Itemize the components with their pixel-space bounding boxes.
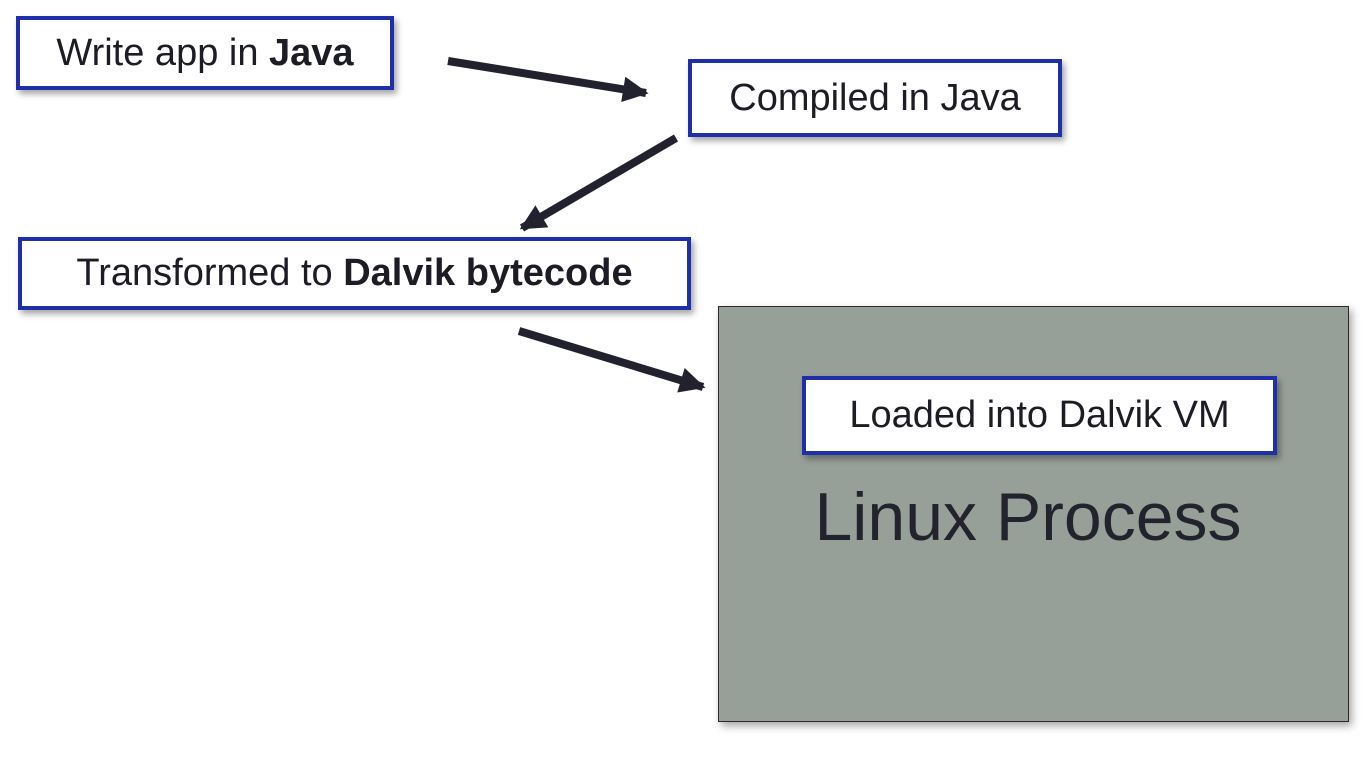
step-transformed-prefix: Transformed to [76,252,344,294]
arrow-transform-to-process [517,327,706,393]
linux-process-label: Linux Process [814,479,1242,555]
step-write-app-box: Write app in Java [16,16,394,90]
step-compiled-text: Compiled in Java [729,76,1021,119]
step-transformed-bold: Dalvik bytecode [343,252,633,294]
step-transformed-text: Transformed to Dalvik bytecode [76,252,632,295]
step-compiled-box: Compiled in Java [688,59,1062,137]
step-write-app-prefix: Write app in [56,31,270,74]
linux-process-box [718,306,1349,722]
step-write-app-text: Write app in Java [56,32,353,75]
step-write-app-bold: Java [269,31,354,74]
arrow-compile-to-transform [519,134,679,232]
step-loaded-box: Loaded into Dalvik VM [802,376,1277,455]
step-loaded-text: Loaded into Dalvik VM [849,394,1230,436]
arrow-write-to-compile [447,57,649,102]
step-transformed-box: Transformed to Dalvik bytecode [18,237,691,310]
